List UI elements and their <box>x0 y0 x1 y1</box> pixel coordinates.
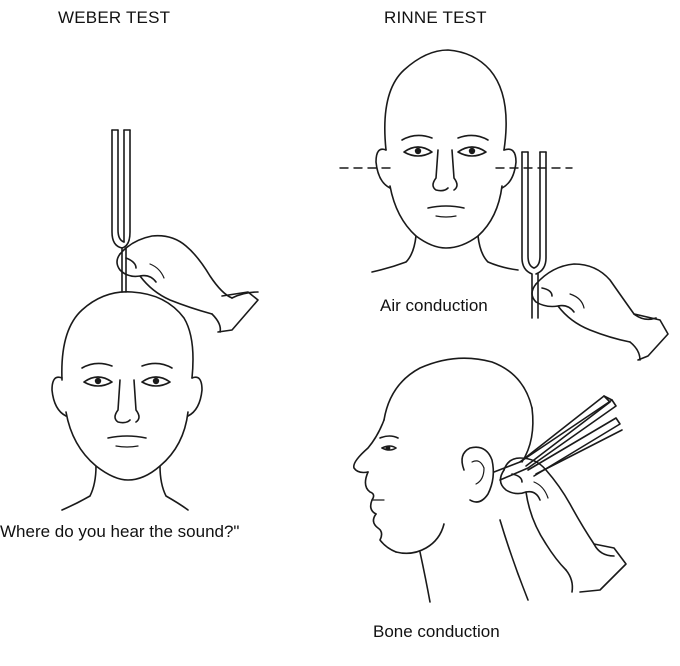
rinne-test-title: RINNE TEST <box>384 8 487 27</box>
bone-conduction-label: Bone conduction <box>373 622 500 641</box>
rinne-air-hand <box>531 263 669 361</box>
rinne-bone-hand <box>499 457 627 593</box>
rinne-bone-tuning-fork <box>493 395 623 481</box>
rinne-air-head <box>371 49 519 273</box>
air-conduction-label: Air conduction <box>380 296 488 315</box>
weber-test-title: WEBER TEST <box>58 8 171 27</box>
rinne-bone-head <box>352 357 534 603</box>
rinne-bone-illustration <box>352 357 627 603</box>
weber-hand <box>116 234 259 333</box>
weber-illustration <box>51 129 259 511</box>
weber-tuning-fork <box>111 129 131 293</box>
rinne-air-illustration <box>339 49 669 361</box>
weber-head <box>51 291 203 511</box>
rinne-air-tuning-fork <box>521 151 547 319</box>
weber-question-caption: Where do you hear the sound?" <box>0 522 240 541</box>
